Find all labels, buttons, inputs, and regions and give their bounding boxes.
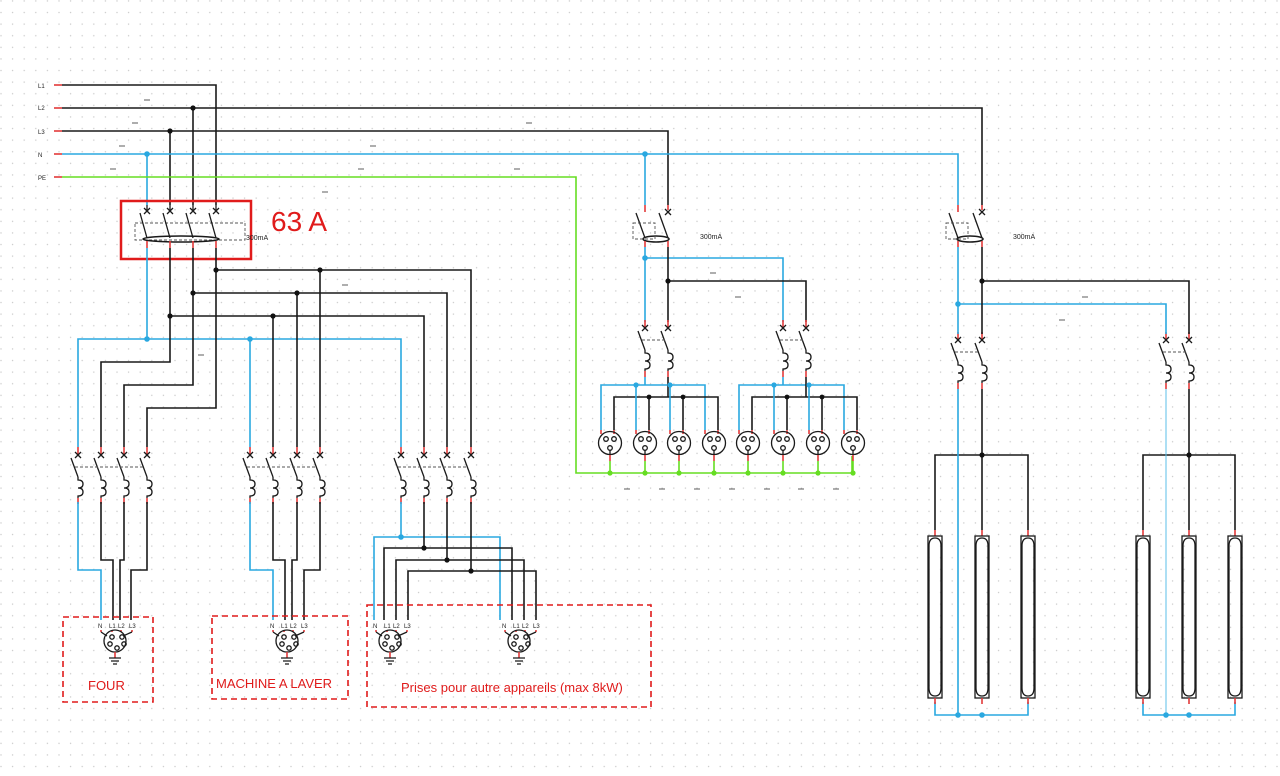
- pin-label-l1: L1: [384, 624, 391, 630]
- rcd-sockets-sensitivity: 300mA: [700, 234, 723, 241]
- prises-output-wiring: [373, 502, 537, 620]
- bus-label-pe: PE: [38, 176, 46, 182]
- bus-label-n: N: [38, 153, 42, 159]
- socket-outlet: [805, 430, 831, 476]
- pin-label-n: N: [373, 624, 377, 630]
- breaker-lighting-b[interactable]: [1158, 332, 1195, 389]
- pin-label-l2: L2: [118, 624, 125, 630]
- lamp-group-2: [1135, 389, 1243, 718]
- bus-n: [62, 153, 959, 205]
- bus-label-l2: L2: [38, 106, 45, 112]
- pin-label-l3: L3: [129, 624, 136, 630]
- socket-outlet: [770, 430, 796, 476]
- main-breaker-rating: 63 A: [271, 206, 327, 237]
- lighting-distribution: [955, 247, 1190, 334]
- bus-l2: [62, 107, 983, 205]
- socket-outlet: [735, 430, 761, 476]
- pin-label-n: N: [98, 624, 102, 630]
- pin-label-l1: L1: [281, 624, 288, 630]
- load-label-four: FOUR: [88, 678, 125, 693]
- rcd-sockets[interactable]: 300mA: [632, 205, 723, 247]
- load-label-prises: Prises pour autre appareils (max 8kW): [401, 680, 623, 695]
- wire-tick-labels: [110, 99, 1088, 490]
- pin-label-l3: L3: [533, 624, 540, 630]
- pin-label-l2: L2: [522, 624, 529, 630]
- bus-label-l3: L3: [38, 130, 45, 136]
- pin-label-l1: L1: [513, 624, 520, 630]
- breaker-sockets-a[interactable]: [637, 320, 674, 377]
- fluorescent-lamp: [1181, 530, 1197, 704]
- socket-outlet: [597, 430, 623, 476]
- four-output-wiring: [77, 502, 148, 620]
- bus-pe: [62, 176, 853, 474]
- fluorescent-lamp: [1135, 530, 1151, 704]
- machine-output-wiring: [249, 502, 321, 620]
- rcd-lighting[interactable]: 300mA: [945, 205, 1036, 247]
- socket-outlet: [666, 430, 692, 476]
- distribution-wiring: [77, 248, 472, 447]
- pin-label-l3: L3: [404, 624, 411, 630]
- pin-label-l1: L1: [109, 624, 116, 630]
- breaker-four[interactable]: [70, 447, 153, 504]
- socket-outlet: [701, 430, 727, 476]
- pin-label-n: N: [502, 624, 506, 630]
- socket-outlet: [632, 430, 658, 476]
- main-breaker[interactable]: 63 A 300mA: [119, 199, 327, 261]
- load-four: FOUR: [62, 616, 154, 703]
- lamp-group-1: [927, 389, 1036, 718]
- bus-l1: [62, 84, 217, 205]
- sockets-distribution: [642, 247, 807, 322]
- pin-label-l2: L2: [393, 624, 400, 630]
- main-breaker-sensitivity: 300mA: [246, 235, 269, 242]
- fluorescent-lamp: [1227, 530, 1243, 704]
- fluorescent-lamp: [1020, 530, 1036, 704]
- pin-label-l3: L3: [301, 624, 308, 630]
- bus-bars: L1 L2 L3 N PE: [38, 84, 983, 474]
- bus-label-l1: L1: [38, 84, 45, 90]
- socket-outlets: [597, 377, 866, 476]
- pin-label-n: N: [270, 624, 274, 630]
- socket-outlet: [840, 430, 866, 476]
- breaker-sockets-b[interactable]: [775, 320, 812, 377]
- pin-label-l2: L2: [290, 624, 297, 630]
- lamp-groups: [927, 389, 1243, 718]
- load-label-machine: MACHINE A LAVER: [216, 676, 332, 691]
- fluorescent-lamp: [927, 530, 943, 704]
- rcd-lighting-sensitivity: 300mA: [1013, 234, 1036, 241]
- bus-l3: [62, 130, 669, 205]
- load-machine: MACHINE A LAVER: [211, 615, 349, 700]
- fluorescent-lamp: [974, 530, 990, 704]
- load-prises: Prises pour autre appareils (max 8kW): [366, 604, 652, 708]
